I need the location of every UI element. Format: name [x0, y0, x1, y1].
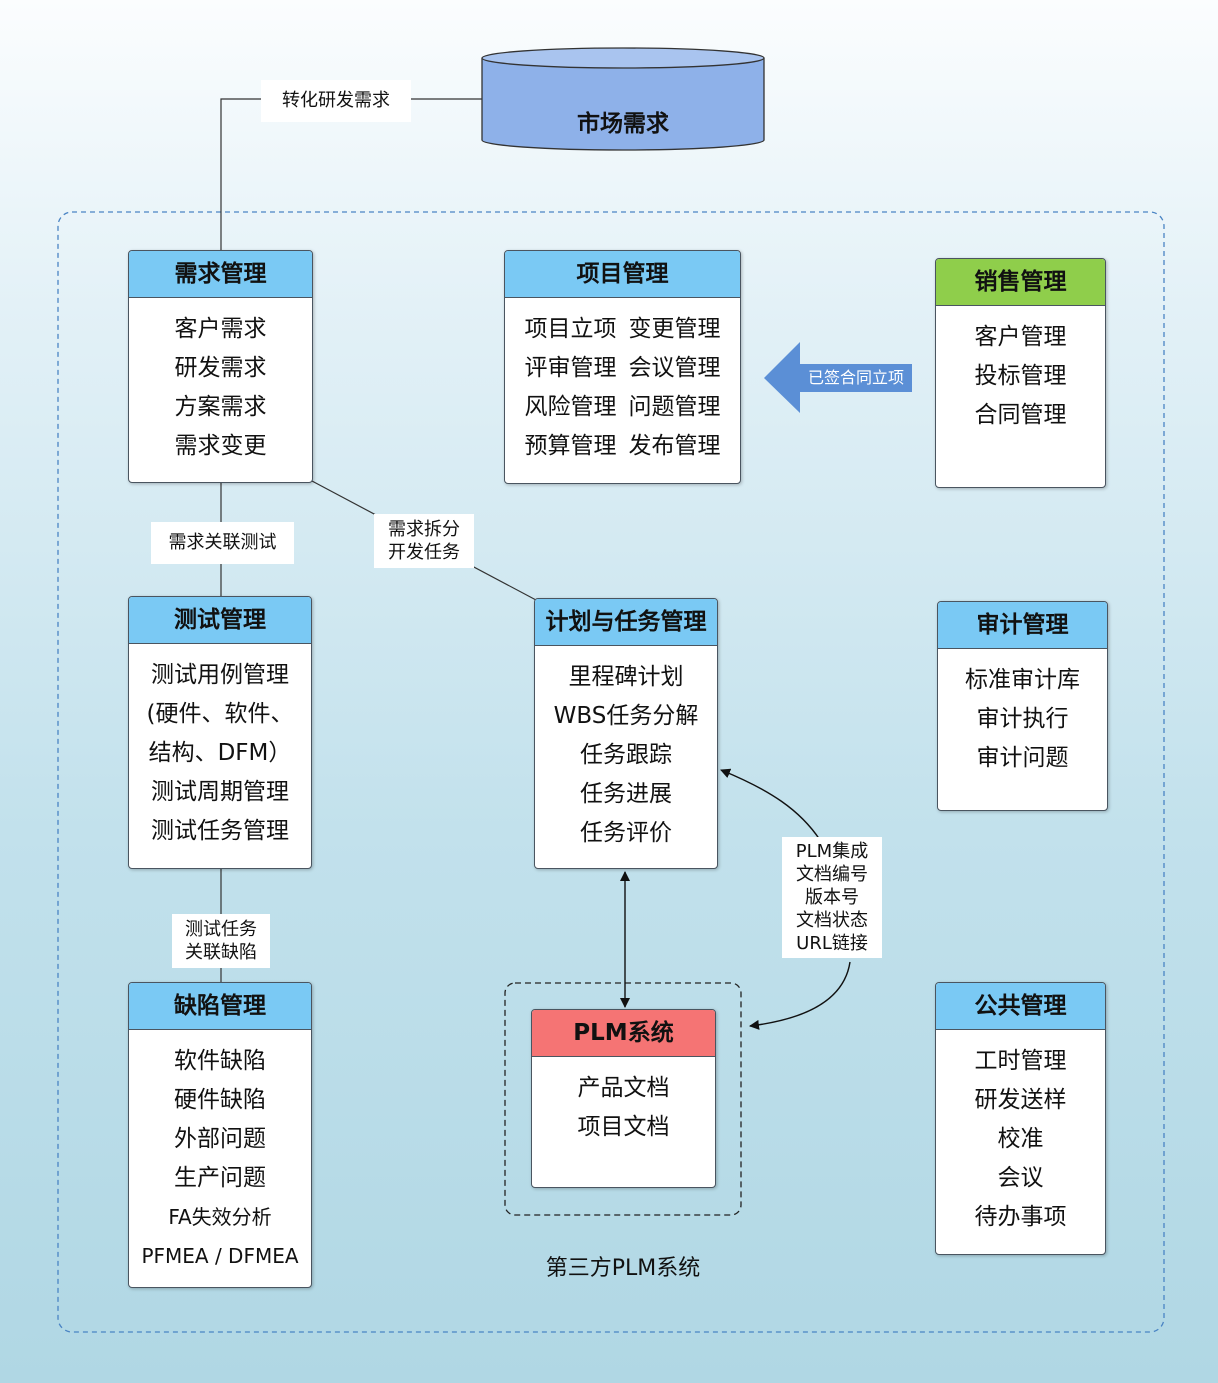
- project-item: 项目立项: [524, 316, 617, 342]
- defect-item: 生产问题: [174, 1165, 266, 1191]
- project-item: 问题管理: [628, 394, 721, 420]
- contract-label: 已签合同立项: [807, 368, 904, 387]
- market-database-icon: [481, 47, 765, 151]
- plm-item: 项目文档: [577, 1114, 670, 1140]
- requirements-item: 需求变更: [174, 433, 267, 459]
- audit-box: 审计管理 标准审计库 审计执行 审计问题: [937, 601, 1108, 811]
- plan-box: 计划与任务管理 里程碑计划 WBS任务分解 任务跟踪 任务进展 任务评价: [534, 598, 718, 869]
- sales-title: 销售管理: [936, 259, 1105, 306]
- third-party-caption: 第三方PLM系统: [545, 1256, 701, 1281]
- defect-item: PFMEA / DFMEA: [141, 1244, 299, 1268]
- testing-item: 测试用例管理: [151, 662, 289, 688]
- public-item: 工时管理: [974, 1048, 1067, 1074]
- public-item: 校准: [997, 1126, 1044, 1152]
- audit-title: 审计管理: [938, 602, 1107, 649]
- test-defect-line-1: 测试任务: [185, 919, 257, 940]
- public-box: 公共管理 工时管理 研发送样 校准 会议 待办事项: [935, 982, 1106, 1255]
- project-item: 预算管理: [524, 433, 617, 459]
- plm-integration-line-4: 文档状态: [796, 910, 868, 931]
- public-item: 会议: [997, 1165, 1044, 1191]
- test-defect-line-2: 关联缺陷: [185, 942, 257, 963]
- testing-item: (硬件、软件、: [146, 701, 294, 727]
- plan-item: 任务进展: [580, 781, 672, 807]
- project-box: 项目管理 项目立项 变更管理 评审管理 会议管理 风险管理 问题管理 预算管理 …: [504, 250, 741, 484]
- public-title: 公共管理: [936, 983, 1105, 1030]
- requirements-item: 方案需求: [174, 394, 267, 420]
- req-test-label: 需求关联测试: [151, 522, 294, 564]
- plm-item: 产品文档: [577, 1075, 670, 1101]
- plm-integration-line-1: PLM集成: [795, 841, 869, 862]
- defect-box: 缺陷管理 软件缺陷 硬件缺陷 外部问题 生产问题 FA失效分析 PFMEA / …: [128, 982, 312, 1288]
- requirements-item: 客户需求: [174, 316, 267, 342]
- public-item: 待办事项: [974, 1204, 1067, 1230]
- plan-item: 里程碑计划: [568, 664, 684, 690]
- plm-integration-curve-down: [749, 961, 851, 1030]
- test-defect-label: 测试任务 关联缺陷: [172, 914, 270, 968]
- project-item: 发布管理: [628, 433, 721, 459]
- convert-label: 转化研发需求: [261, 80, 411, 122]
- plan-title: 计划与任务管理: [535, 599, 717, 646]
- project-item: 风险管理: [524, 394, 617, 420]
- market-demand-label: 市场需求: [577, 111, 669, 137]
- plm-box: PLM系统 产品文档 项目文档: [531, 1009, 716, 1188]
- defect-item: 硬件缺陷: [174, 1087, 266, 1113]
- plan-item: WBS任务分解: [553, 703, 699, 729]
- project-item: 变更管理: [628, 316, 721, 342]
- requirements-title: 需求管理: [129, 251, 312, 298]
- testing-item: 测试任务管理: [151, 818, 289, 844]
- audit-item: 标准审计库: [965, 667, 1080, 693]
- sales-item: 合同管理: [974, 402, 1067, 428]
- project-item: 评审管理: [524, 355, 617, 381]
- plm-integration-line-2: 文档编号: [796, 864, 868, 885]
- plm-integration-line-3: 版本号: [805, 887, 859, 908]
- testing-item: 测试周期管理: [151, 779, 289, 805]
- project-item: 会议管理: [628, 355, 721, 381]
- audit-item: 审计执行: [976, 706, 1069, 732]
- req-split-label: 需求拆分 开发任务: [374, 514, 474, 568]
- requirements-box: 需求管理 客户需求 研发需求 方案需求 需求变更: [128, 250, 313, 483]
- defect-title: 缺陷管理: [129, 983, 311, 1030]
- defect-item: FA失效分析: [168, 1205, 272, 1229]
- defect-item: 外部问题: [174, 1126, 266, 1152]
- req-split-line-1: 需求拆分: [388, 519, 460, 540]
- contract-arrow-icon: [764, 342, 912, 413]
- sales-box: 销售管理 客户管理 投标管理 合同管理: [935, 258, 1106, 488]
- testing-item: 结构、DFM）: [148, 740, 292, 766]
- project-title: 项目管理: [505, 251, 740, 298]
- defect-item: 软件缺陷: [174, 1048, 266, 1074]
- requirements-item: 研发需求: [174, 355, 267, 381]
- plm-title: PLM系统: [532, 1010, 715, 1057]
- sales-item: 客户管理: [974, 324, 1067, 350]
- testing-box: 测试管理 测试用例管理 (硬件、软件、 结构、DFM） 测试周期管理 测试任务管…: [128, 596, 312, 869]
- audit-item: 审计问题: [976, 745, 1069, 771]
- plan-item: 任务评价: [580, 820, 672, 846]
- plm-integration-line-5: URL链接: [796, 933, 868, 954]
- req-split-line-2: 开发任务: [388, 542, 460, 563]
- plan-item: 任务跟踪: [580, 742, 672, 768]
- plm-integration-curve-up: [720, 768, 821, 841]
- testing-title: 测试管理: [129, 597, 311, 644]
- plm-integration-label: PLM集成 文档编号 版本号 文档状态 URL链接: [782, 837, 882, 958]
- sales-item: 投标管理: [974, 363, 1067, 389]
- public-item: 研发送样: [974, 1087, 1067, 1113]
